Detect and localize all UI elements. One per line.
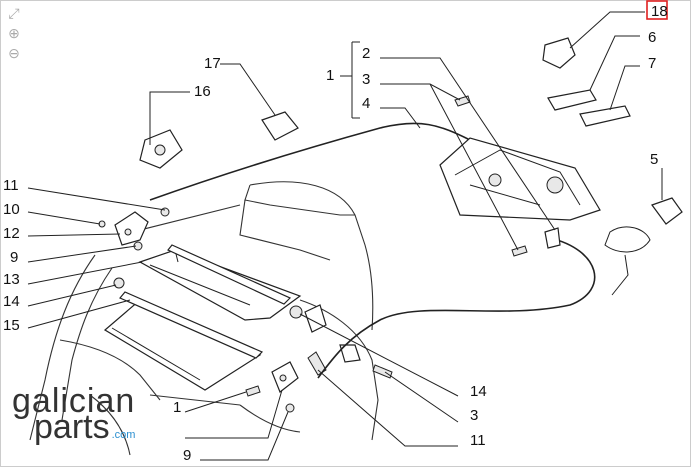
callout-14-right: 14 — [470, 383, 487, 400]
callout-18: 18 — [651, 3, 668, 20]
callout-4: 4 — [362, 95, 370, 112]
callout-2: 2 — [362, 45, 370, 62]
callout-16: 16 — [194, 83, 211, 100]
hinge-rod — [119, 291, 264, 359]
bracket-12-hole — [124, 228, 132, 236]
watermark-logo: galician parts.com — [12, 382, 136, 448]
hinge-16-pivot — [154, 144, 166, 156]
callout-11-left: 11 — [3, 177, 19, 194]
screw-3 — [454, 95, 471, 107]
actuator-wire — [611, 254, 629, 296]
callout-15: 15 — [3, 317, 20, 334]
bracket-17 — [261, 111, 299, 141]
trim-panel-13 — [138, 249, 302, 321]
callout-11-right: 11 — [470, 432, 486, 449]
callout-10: 10 — [3, 201, 20, 218]
release-cable-4 — [149, 122, 471, 201]
screw-1b — [245, 385, 261, 397]
callout-12: 12 — [3, 225, 20, 242]
watermark-line2: parts.com — [12, 410, 136, 448]
watermark-word: parts — [34, 408, 110, 446]
watermark-domain: .com — [111, 429, 136, 441]
callout-9-left: 9 — [10, 249, 18, 266]
nut-9b — [285, 403, 295, 413]
lock-barrel-18 — [542, 37, 576, 69]
grommet-14 — [289, 305, 303, 319]
key-insert-6 — [547, 89, 597, 111]
expand-icon[interactable]: ⤢ — [8, 5, 20, 21]
screw-3b — [372, 364, 393, 379]
zoom-out-icon[interactable]: ⊖ — [8, 45, 20, 61]
viewer-toolbar: ⤢ ⊕ ⊖ — [5, 5, 27, 65]
highlight-box — [646, 0, 668, 20]
callout-17: 17 — [204, 55, 221, 72]
callout-14-left: 14 — [3, 293, 20, 310]
zoom-in-icon[interactable]: ⊕ — [8, 25, 20, 41]
screw-3-lower — [511, 245, 528, 257]
release-cable-lower — [317, 237, 596, 379]
callout-1-bottom: 1 — [173, 399, 181, 416]
key-insert-7 — [579, 105, 631, 127]
callout-7: 7 — [648, 55, 656, 72]
callout-3-right: 3 — [470, 407, 478, 424]
callout-9-bottom: 9 — [183, 447, 191, 464]
support-rod — [167, 244, 292, 305]
callout-labels: 18 17 16 1 2 3 4 6 7 5 11 10 12 9 13 14 … — [3, 3, 668, 464]
parcel-shelf-15 — [103, 299, 262, 391]
clip-14 — [113, 277, 125, 289]
watermark-line1: galician — [12, 382, 136, 420]
leader-lines — [27, 11, 663, 461]
callout-13: 13 — [3, 271, 20, 288]
callout-3: 3 — [362, 71, 370, 88]
lock-mechanism-2 — [439, 137, 601, 249]
bracket-12 — [114, 211, 149, 246]
cable-clip — [339, 344, 361, 363]
callout-6: 6 — [648, 29, 656, 46]
screw-11b — [307, 351, 327, 376]
actuator-motor — [604, 226, 651, 253]
callout-1: 1 — [326, 67, 334, 84]
callout-5: 5 — [650, 151, 658, 168]
parcel-shelf-edge — [111, 327, 201, 381]
hinge-pin — [279, 374, 287, 382]
lock-cylinder-5 — [651, 197, 683, 225]
